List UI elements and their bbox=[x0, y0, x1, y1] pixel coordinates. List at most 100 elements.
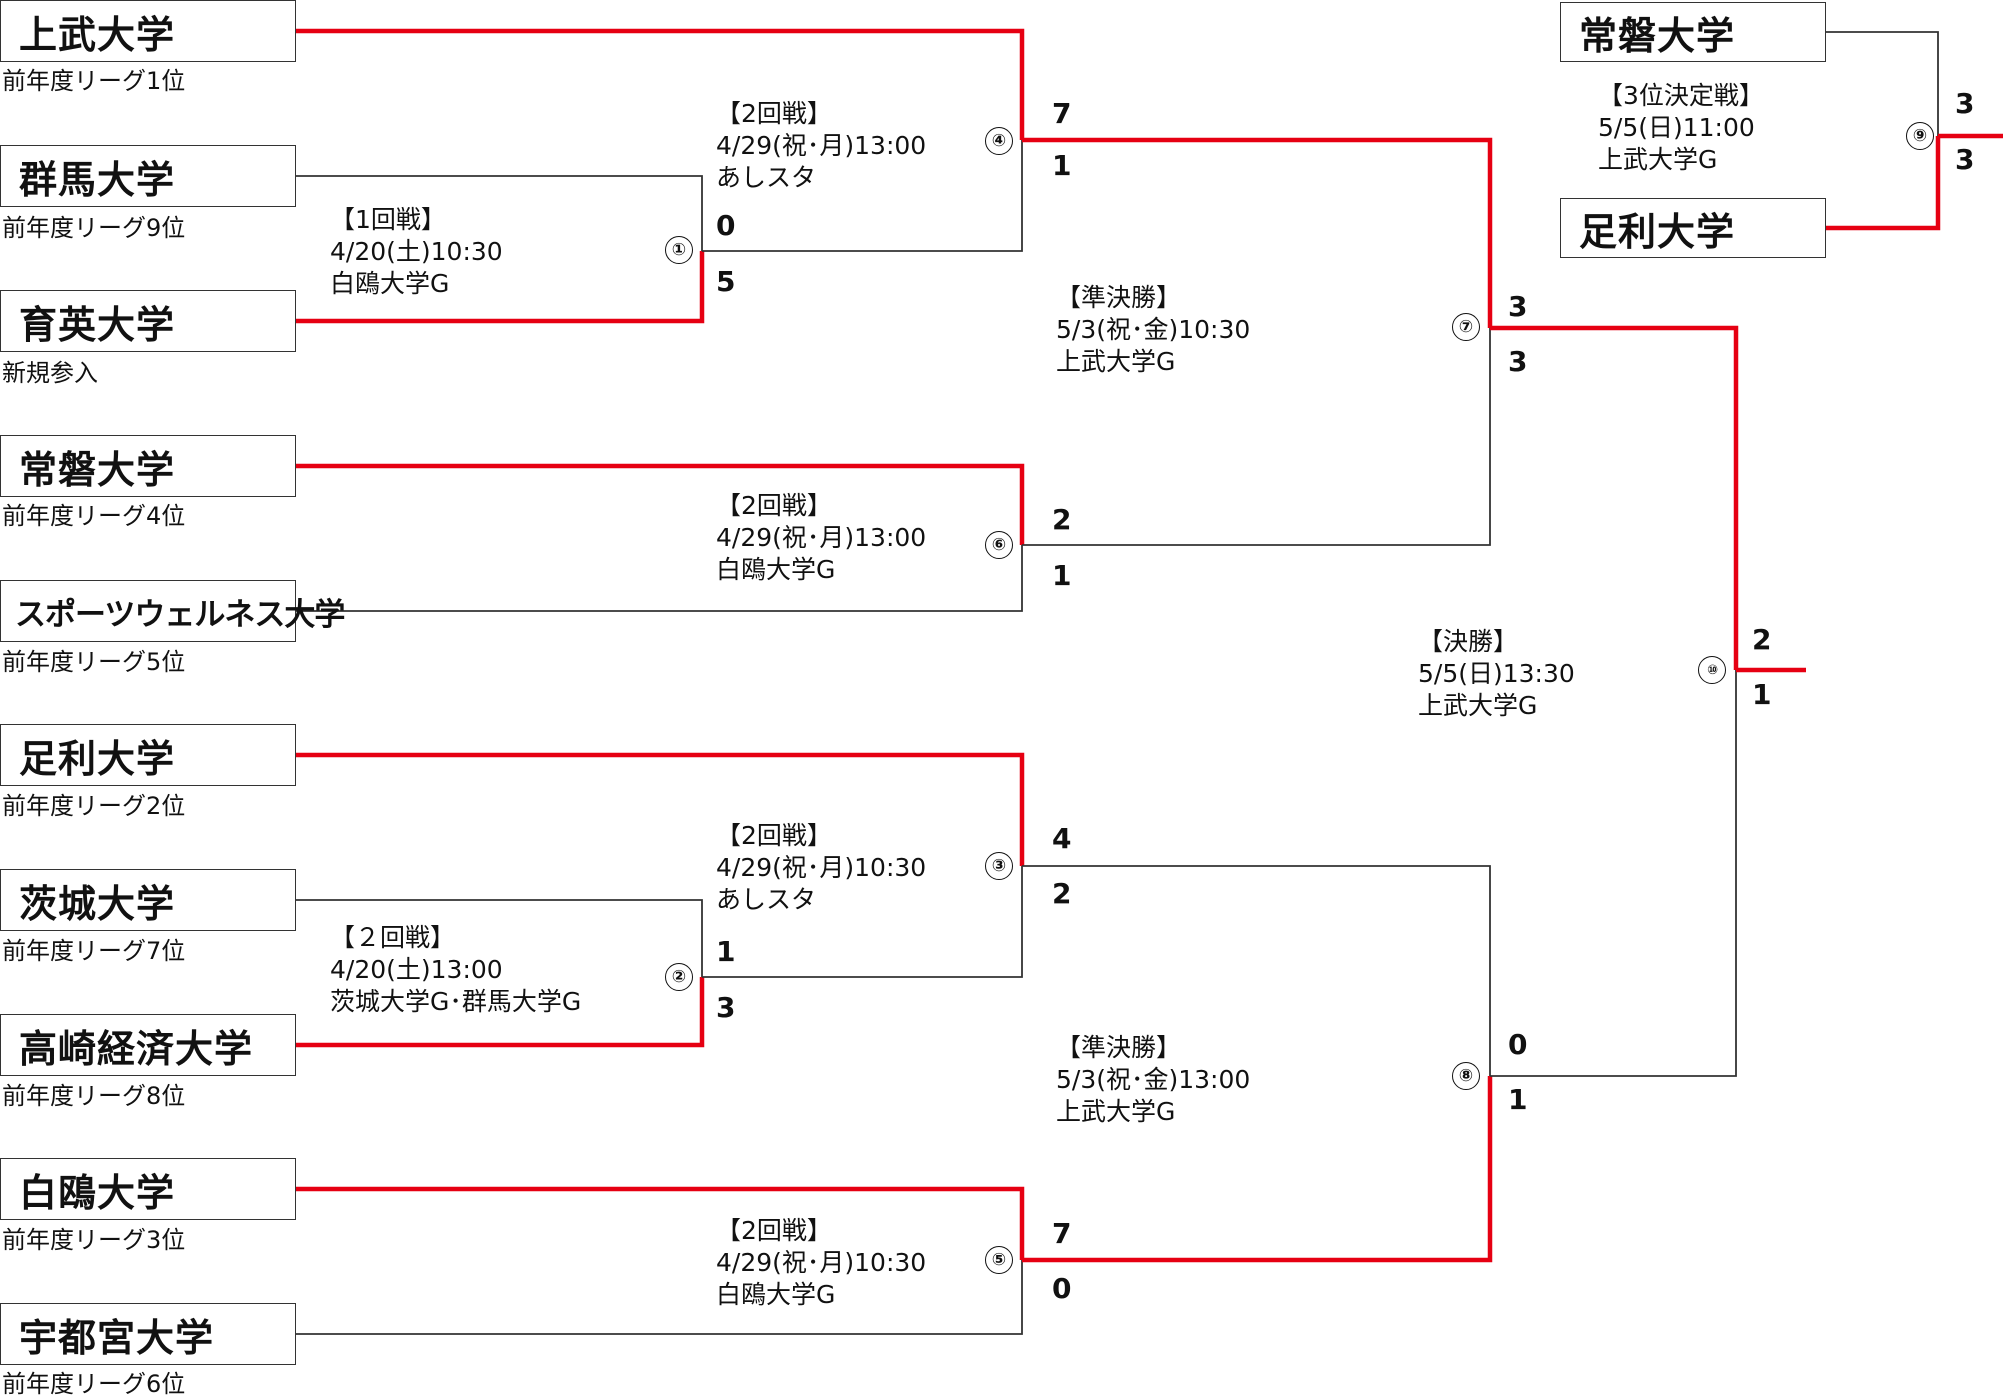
match-number-5: ⑤ bbox=[985, 1246, 1013, 1274]
match-datetime: 5/5(日)13:30 bbox=[1418, 659, 1575, 688]
score-m5-top: 7 bbox=[1052, 1217, 1072, 1250]
score-m4-bottom: 1 bbox=[1052, 149, 1072, 182]
team-note-jobu: 前年度リーグ1位 bbox=[2, 67, 186, 95]
team-box-ashikaga: 足利大学 bbox=[0, 724, 296, 786]
score-m8-top: 0 bbox=[1508, 1028, 1528, 1061]
match-number-10: ⑩ bbox=[1698, 656, 1726, 684]
match-info-6: 【2回戦】 4/29(祝･月)13:00 白鴎大学G bbox=[716, 490, 926, 586]
bracket-line-hakuoh bbox=[296, 1186, 1025, 1260]
match-info-7: 【準決勝】 5/3(祝･金)10:30 上武大学G bbox=[1056, 282, 1250, 378]
match-venue: 上武大学G bbox=[1056, 1097, 1176, 1126]
score-m7-top: 3 bbox=[1508, 290, 1528, 323]
score-m6-bottom: 1 bbox=[1052, 559, 1072, 592]
score-m9-bottom: 3 bbox=[1955, 143, 1975, 176]
match-round: 【2回戦】 bbox=[716, 1216, 832, 1245]
score-m4-top: 7 bbox=[1052, 97, 1072, 130]
team-box-jobu: 上武大学 bbox=[0, 0, 296, 62]
match-info-4: 【2回戦】 4/29(祝･月)13:00 あしスタ bbox=[716, 98, 926, 194]
match-datetime: 4/20(土)10:30 bbox=[330, 237, 503, 266]
match-number-4: ④ bbox=[985, 127, 1013, 155]
team-note-utsunomiya: 前年度リーグ6位 bbox=[2, 1370, 186, 1398]
match-venue: 上武大学G bbox=[1418, 691, 1538, 720]
bracket-line-m3-winner bbox=[1022, 865, 1491, 1076]
bracket-line-utsunomiya bbox=[296, 1260, 1023, 1335]
match-datetime: 5/3(祝･金)10:30 bbox=[1056, 315, 1251, 344]
bracket-line-m2-winner bbox=[702, 866, 1023, 978]
match-venue: 上武大学G bbox=[1598, 145, 1718, 174]
match-round: 【準決勝】 bbox=[1056, 283, 1182, 312]
match-venue: 茨城大学G･群馬大学G bbox=[330, 987, 582, 1016]
team-box-sports-wellness: スポーツウェルネス大学 bbox=[0, 580, 345, 642]
score-m1-bottom: 5 bbox=[716, 265, 736, 298]
match-info-3: 【2回戦】 4/29(祝･月)10:30 あしスタ bbox=[716, 820, 926, 916]
match-number-9: ⑨ bbox=[1906, 122, 1934, 150]
match-venue: 上武大学G bbox=[1056, 347, 1176, 376]
match-number-7: ⑦ bbox=[1452, 313, 1480, 341]
score-m5-bottom: 0 bbox=[1052, 1272, 1072, 1305]
bracket-line-ikuei bbox=[296, 251, 705, 324]
bracket-line-takasaki bbox=[296, 977, 705, 1048]
match-round: 【3位決定戦】 bbox=[1598, 81, 1764, 110]
match-datetime: 5/5(日)11:00 bbox=[1598, 113, 1755, 142]
score-m7-bottom: 3 bbox=[1508, 345, 1528, 378]
match-info-8: 【準決勝】 5/3(祝･金)13:00 上武大学G bbox=[1056, 1032, 1250, 1128]
bracket-line-gunma bbox=[296, 175, 703, 251]
match-venue: あしスタ bbox=[716, 885, 817, 914]
bracket-line-m8-winner bbox=[1490, 670, 1737, 1077]
match-datetime: 4/29(祝･月)10:30 bbox=[716, 853, 927, 882]
bracket-line-m7-winner bbox=[1490, 325, 1739, 670]
score-m6-top: 2 bbox=[1052, 503, 1072, 536]
match-round: 【準決勝】 bbox=[1056, 1033, 1182, 1062]
team-box-ibaraki: 茨城大学 bbox=[0, 869, 296, 931]
match-number-3: ③ bbox=[985, 852, 1013, 880]
match-number-1: ① bbox=[665, 236, 693, 264]
match-venue: あしスタ bbox=[716, 163, 817, 192]
team-note-ibaraki: 前年度リーグ7位 bbox=[2, 937, 186, 965]
bracket-line-tokiwa bbox=[296, 463, 1025, 545]
team-note-ashikaga: 前年度リーグ2位 bbox=[2, 792, 186, 820]
score-m10-bottom: 1 bbox=[1752, 678, 1772, 711]
team-note-hakuoh: 前年度リーグ3位 bbox=[2, 1226, 186, 1254]
team-box-ikuei: 育英大学 bbox=[0, 290, 296, 352]
third-place-box-tokiwa: 常磐大学 bbox=[1560, 2, 1826, 62]
team-note-tokiwa: 前年度リーグ4位 bbox=[2, 502, 186, 530]
bracket-line-third-ashikaga bbox=[1826, 136, 1941, 231]
bracket-line-jobu bbox=[296, 28, 1025, 140]
team-note-sports-wellness: 前年度リーグ5位 bbox=[2, 648, 186, 676]
score-m2-top: 1 bbox=[716, 935, 736, 968]
score-m9-top: 3 bbox=[1955, 87, 1975, 120]
match-round: 【２回戦】 bbox=[330, 923, 456, 952]
match-number-8: ⑧ bbox=[1452, 1062, 1480, 1090]
score-m2-bottom: 3 bbox=[716, 991, 736, 1024]
score-m3-bottom: 2 bbox=[1052, 877, 1072, 910]
bracket-line-m5-winner bbox=[1022, 1076, 1493, 1263]
score-m3-top: 4 bbox=[1052, 822, 1072, 855]
match-round: 【1回戦】 bbox=[330, 205, 446, 234]
match-datetime: 4/29(祝･月)13:00 bbox=[716, 131, 927, 160]
match-venue: 白鴎大学G bbox=[330, 269, 450, 298]
team-box-gunma: 群馬大学 bbox=[0, 145, 296, 207]
bracket-line-m4-winner bbox=[1022, 137, 1493, 328]
bracket-line-sports-wellness bbox=[296, 545, 1023, 612]
score-m8-bottom: 1 bbox=[1508, 1083, 1528, 1116]
match-venue: 白鴎大学G bbox=[716, 1280, 836, 1309]
match-number-2: ② bbox=[665, 963, 693, 991]
match-info-5: 【2回戦】 4/29(祝･月)10:30 白鴎大学G bbox=[716, 1215, 926, 1311]
match-datetime: 5/3(祝･金)13:00 bbox=[1056, 1065, 1251, 1094]
team-box-tokiwa: 常磐大学 bbox=[0, 435, 296, 497]
match-datetime: 4/29(祝･月)13:00 bbox=[716, 523, 927, 552]
team-box-hakuoh: 白鴎大学 bbox=[0, 1158, 296, 1220]
match-info-2: 【２回戦】 4/20(土)13:00 茨城大学G･群馬大学G bbox=[330, 922, 581, 1018]
team-note-gunma: 前年度リーグ9位 bbox=[2, 214, 186, 242]
bracket-line-ashikaga bbox=[296, 752, 1025, 866]
bracket-line-m6-winner bbox=[1022, 328, 1491, 546]
match-datetime: 4/20(土)13:00 bbox=[330, 955, 503, 984]
match-round: 【2回戦】 bbox=[716, 99, 832, 128]
match-info-10: 【決勝】 5/5(日)13:30 上武大学G bbox=[1418, 626, 1575, 722]
match-venue: 白鴎大学G bbox=[716, 555, 836, 584]
bracket-line-m1-winner bbox=[702, 140, 1023, 252]
team-box-utsunomiya: 宇都宮大学 bbox=[0, 1303, 296, 1365]
match-info-9: 【3位決定戦】 5/5(日)11:00 上武大学G bbox=[1598, 80, 1764, 176]
team-note-takasaki: 前年度リーグ8位 bbox=[2, 1082, 186, 1110]
